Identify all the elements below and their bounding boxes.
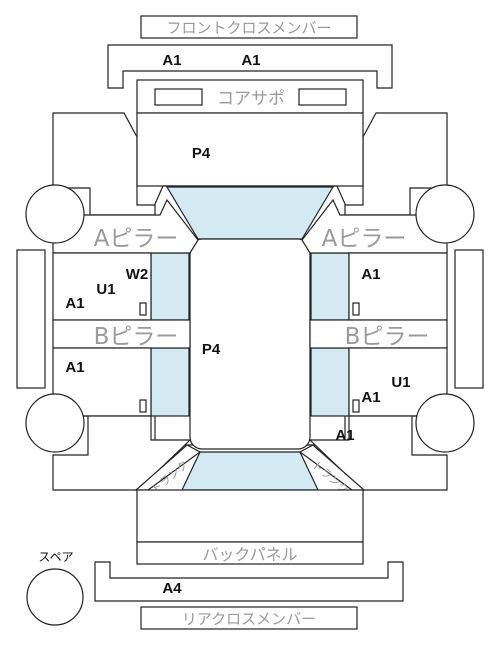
hood-grade: P4 <box>192 145 211 162</box>
front-left-door-handle <box>139 302 147 316</box>
front-left-door-a-grade: A1 <box>65 295 84 312</box>
right-b-pillar-label: Bピラー <box>345 324 430 350</box>
rear-cross-member-label: リアクロスメンバー <box>182 610 316 628</box>
left-b-pillar-label: Bピラー <box>94 324 179 350</box>
rear-left-door-handle <box>139 399 147 413</box>
rear-left-door-grade: A1 <box>65 359 84 376</box>
left-side-sill <box>16 249 46 389</box>
windshield <box>165 186 335 240</box>
front-right-door-handle <box>352 302 360 316</box>
rear-right-door-u-grade: U1 <box>391 374 410 391</box>
left-front-window <box>150 252 190 321</box>
left-b-pillar <box>52 319 191 349</box>
rear-member-grade: A4 <box>162 580 182 597</box>
front-cross-member-box <box>140 15 358 39</box>
core-support-label: コアサポ <box>217 89 285 109</box>
back-panel-box <box>136 541 364 565</box>
right-rear-window <box>310 347 350 417</box>
core-support-right-light <box>298 88 347 106</box>
rear-right-quarter-grade: A1 <box>335 427 354 444</box>
roof-grade: P4 <box>202 341 221 358</box>
rear-cross-member-box <box>140 606 358 630</box>
left-rear-window <box>150 347 190 417</box>
rear-right-wheel <box>415 393 475 453</box>
front-left-wheel <box>25 184 85 244</box>
front-member-outline <box>107 44 393 89</box>
left-a-pillar-label: Aピラー <box>94 226 179 252</box>
hood <box>136 112 364 187</box>
rear-member-outline <box>94 561 404 602</box>
spare-label: スペア <box>38 550 73 564</box>
right-side-sill <box>454 249 484 389</box>
right-a-pillar-label: Aピラー <box>322 226 407 252</box>
front-right-door <box>348 252 448 321</box>
front-right-door-grade: A1 <box>361 266 380 283</box>
rear-window <box>181 451 319 491</box>
core-support-left-light <box>154 88 203 106</box>
rear-right-door-handle <box>352 399 360 413</box>
front-left-door-u-grade: U1 <box>96 281 115 298</box>
trunk-lid <box>136 489 364 543</box>
front-member-right-grade: A1 <box>241 52 260 69</box>
rear-right-quarter <box>308 415 448 491</box>
rear-right-door-a-grade: A1 <box>361 389 380 406</box>
front-member-left-grade: A1 <box>162 52 181 69</box>
back-panel-label: バックパネル <box>202 545 297 564</box>
spare-tire <box>26 568 84 626</box>
rear-left-wheel <box>25 393 85 453</box>
rear-left-quarter <box>52 415 192 491</box>
front-cross-member-label: フロントクロスメンバー <box>166 19 331 37</box>
front-right-wheel <box>415 184 475 244</box>
right-front-window <box>310 252 350 321</box>
front-left-door-w-grade: W2 <box>126 266 149 283</box>
